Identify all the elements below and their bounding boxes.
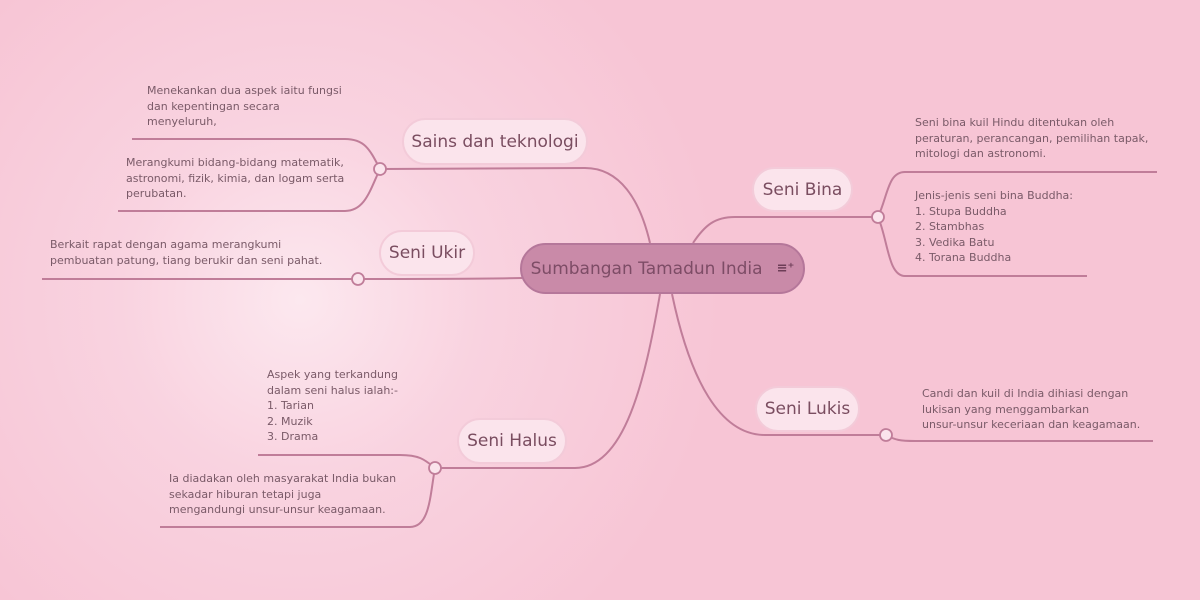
central-topic-label: Sumbangan Tamadun India — [530, 258, 763, 279]
junction-sains — [373, 162, 387, 176]
line-halus-note2 — [160, 467, 436, 528]
line-lukis — [671, 293, 886, 436]
topic-label: Seni Bina — [762, 179, 843, 200]
notes-icon[interactable]: ≡⁺ — [776, 261, 795, 276]
line-ukir — [42, 277, 523, 280]
topic-label: Seni Lukis — [764, 399, 851, 419]
topic-sains-dan-teknologi[interactable]: Sains dan teknologi — [402, 118, 588, 165]
line-lukis-note1 — [885, 434, 1153, 442]
line-sains — [379, 166, 651, 244]
line-bina — [692, 216, 878, 244]
topic-label: Seni Ukir — [388, 243, 466, 263]
topic-seni-lukis[interactable]: Seni Lukis — [755, 386, 860, 432]
note-sains-2[interactable]: Merangkumi bidang-bidang matematik, astr… — [126, 156, 345, 200]
topic-label: Sains dan teknologi — [411, 131, 579, 152]
note-lukis-1[interactable]: Candi dan kuil di India dihiasi dengan l… — [922, 387, 1141, 431]
line-halus — [435, 293, 661, 469]
note-bina-2[interactable]: Jenis-jenis seni bina Buddha: 1. Stupa B… — [915, 189, 1073, 264]
note-ukir-1[interactable]: Berkait rapat dengan agama merangkumi pe… — [50, 238, 323, 267]
junction-ukir — [351, 272, 365, 286]
note-sains-1[interactable]: Menekankan dua aspek iaitu fungsi dan ke… — [147, 84, 342, 128]
topic-seni-bina[interactable]: Seni Bina — [752, 167, 853, 212]
junction-lukis — [879, 428, 893, 442]
line-bina-note1 — [877, 171, 1157, 218]
topic-seni-halus[interactable]: Seni Halus — [457, 418, 567, 464]
note-bina-1[interactable]: Seni bina kuil Hindu ditentukan oleh per… — [915, 116, 1149, 160]
junction-bina — [871, 210, 885, 224]
note-halus-1[interactable]: Aspek yang terkandung dalam seni halus i… — [267, 368, 398, 443]
junction-halus — [428, 461, 442, 475]
note-halus-2[interactable]: Ia diadakan oleh masyarakat India bukan … — [169, 472, 397, 516]
line-sains-note2 — [118, 168, 381, 212]
central-topic[interactable]: Sumbangan Tamadun India ≡⁺ — [520, 243, 805, 294]
line-halus-note1 — [258, 454, 436, 469]
line-bina-note2 — [877, 216, 1087, 277]
topic-seni-ukir[interactable]: Seni Ukir — [379, 230, 475, 276]
topic-label: Seni Halus — [467, 431, 557, 451]
